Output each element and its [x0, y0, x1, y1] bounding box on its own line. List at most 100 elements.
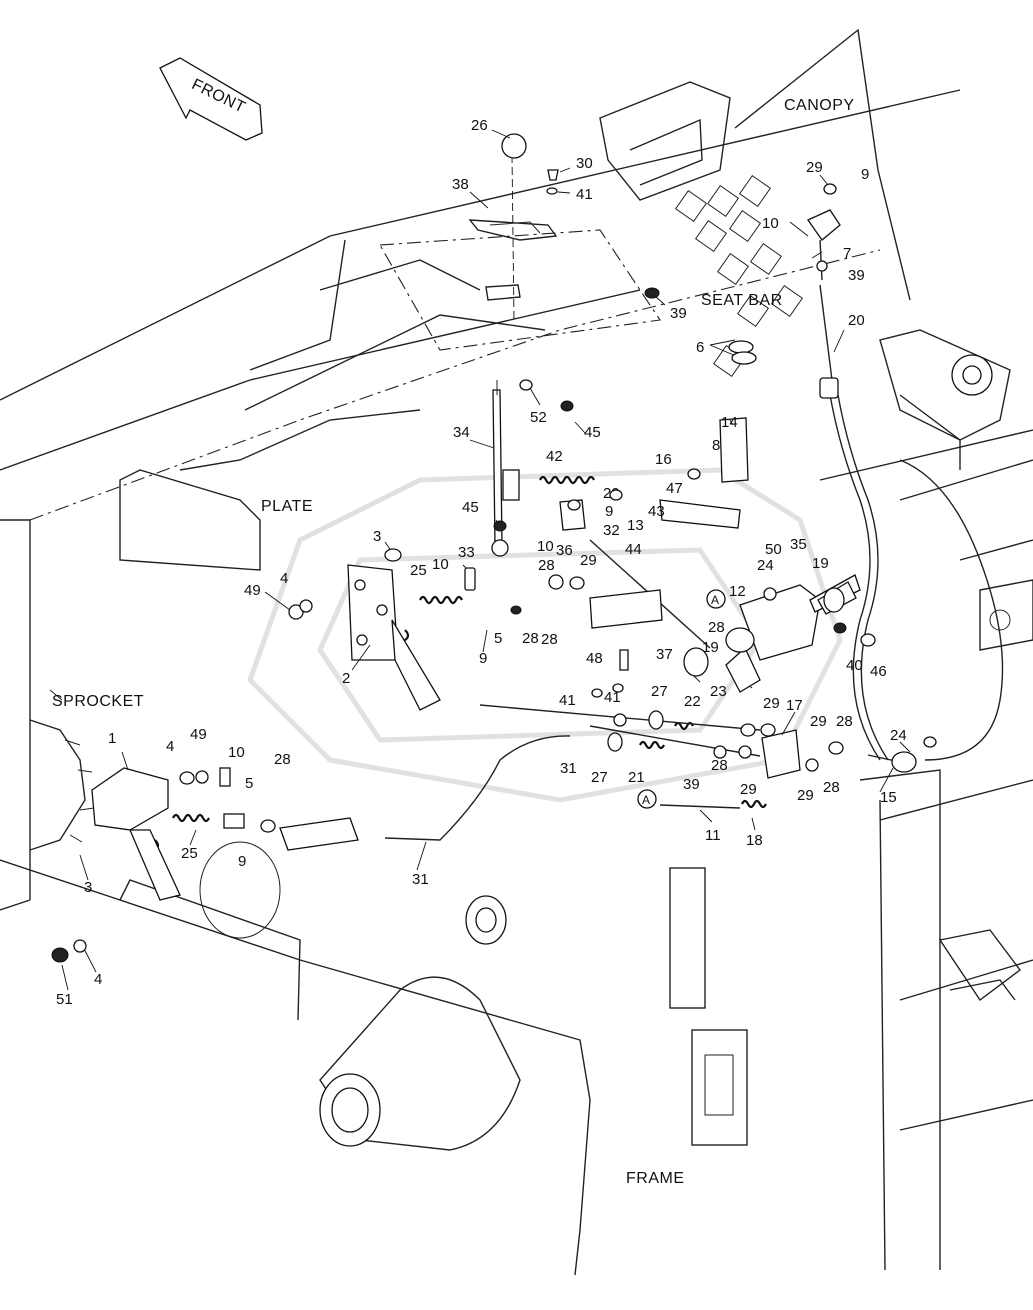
callout-14: 14 — [721, 414, 738, 431]
callout-9d: 9 — [238, 853, 246, 870]
callout-33: 33 — [458, 544, 475, 561]
lower-frame-cone — [199, 841, 521, 1151]
callout-34: 34 — [453, 424, 470, 441]
callout-12: 12 — [729, 583, 746, 600]
callout-10c: 10 — [432, 556, 449, 573]
callout-40: 40 — [846, 657, 863, 674]
callout-16: 16 — [655, 451, 672, 468]
callout-28e: 28 — [711, 757, 728, 774]
callout-31b: 31 — [412, 871, 429, 888]
callout-48: 48 — [586, 650, 603, 667]
callout-9c: 9 — [479, 650, 487, 667]
control-plate — [379, 219, 661, 351]
callout-32: 32 — [603, 522, 620, 539]
parts — [91, 417, 861, 1146]
callout-10b: 10 — [537, 538, 554, 555]
callout-9b: 9 — [605, 503, 613, 520]
callout-28b: 28 — [522, 630, 539, 647]
sprocket: SPROCKET — [29, 689, 144, 851]
callout-28g: 28 — [274, 751, 291, 768]
callout-24: 24 — [757, 557, 774, 574]
callout-39: 39 — [670, 305, 687, 322]
callout-39c: 39 — [683, 776, 700, 793]
callout-44: 44 — [625, 541, 642, 558]
callout-51: 51 — [56, 991, 73, 1008]
seat-bar-label: SEAT BAR — [701, 292, 783, 309]
callout-2: 2 — [342, 670, 350, 687]
plate-label: PLATE — [261, 498, 313, 515]
callout-8: 8 — [712, 437, 720, 454]
callout-26: 26 — [471, 117, 488, 134]
callout-11: 11 — [705, 827, 721, 844]
callout-25: 25 — [410, 562, 427, 579]
right-bracket — [879, 329, 1011, 470]
callout-22: 22 — [684, 693, 701, 710]
callout-5: 5 — [494, 630, 502, 647]
callout-50: 50 — [765, 541, 782, 558]
callout-19: 19 — [812, 555, 829, 572]
callout-46: 46 — [870, 663, 887, 680]
callout-28d: 28 — [836, 713, 853, 730]
callout-1: 1 — [108, 730, 116, 747]
callout-45b: 45 — [462, 499, 479, 516]
callout-28h: 28 — [541, 631, 558, 648]
lever-assembly — [492, 133, 660, 546]
frame-outline — [0, 89, 1033, 1276]
callout-36: 36 — [556, 542, 573, 559]
callout-39b: 39 — [848, 267, 865, 284]
watermark-gear — [247, 467, 843, 803]
callout-numbers: 26 30 41 38 39 29 9 10 7 39 6 20 52 45 3… — [56, 117, 907, 1008]
callout-9: 9 — [861, 166, 869, 183]
callout-41c: 41 — [559, 692, 576, 709]
callout-41b: 41 — [604, 689, 621, 706]
callout-4c: 4 — [94, 971, 102, 988]
callout-30: 30 — [576, 155, 593, 172]
callout-19b: 19 — [702, 639, 719, 656]
callout-29: 29 — [806, 159, 823, 176]
callout-27: 27 — [651, 683, 668, 700]
callout-17: 17 — [786, 697, 803, 714]
callout-A: A — [711, 593, 719, 607]
callout-29e: 29 — [810, 713, 827, 730]
callout-4b: 4 — [166, 738, 174, 755]
frame-label: FRAME — [626, 1170, 685, 1187]
callout-28: 28 — [538, 557, 555, 574]
callout-27b: 27 — [591, 769, 608, 786]
sprocket-label: SPROCKET — [52, 693, 144, 710]
callout-13: 13 — [627, 517, 644, 534]
callout-5b: 5 — [245, 775, 253, 792]
rods-and-cables — [384, 209, 1004, 841]
callout-52: 52 — [530, 409, 547, 426]
callout-29c: 29 — [580, 552, 597, 569]
callout-20: 20 — [848, 312, 865, 329]
callout-18: 18 — [746, 832, 763, 849]
callout-41: 41 — [576, 186, 593, 203]
callout-15: 15 — [880, 789, 897, 806]
callout-10d: 10 — [228, 744, 245, 761]
callout-25b: 25 — [181, 845, 198, 862]
callout-31: 31 — [560, 760, 577, 777]
callout-3: 3 — [373, 528, 381, 545]
callout-37: 37 — [656, 646, 673, 663]
callout-10: 10 — [762, 215, 779, 232]
callout-3b: 3 — [84, 879, 92, 896]
callout-23: 23 — [710, 683, 727, 700]
callout-38: 38 — [452, 176, 469, 193]
callout-28c: 28 — [708, 619, 725, 636]
callout-35: 35 — [790, 536, 807, 553]
front-arrow: FRONT — [159, 57, 263, 141]
callout-A-b: A — [642, 793, 650, 807]
callout-29f: 29 — [740, 781, 757, 798]
callout-49b: 49 — [190, 726, 207, 743]
callout-42: 42 — [546, 448, 563, 465]
callout-43: 43 — [648, 503, 665, 520]
callout-6: 6 — [696, 339, 704, 356]
callout-29g: 29 — [797, 787, 814, 804]
leader-lines — [61, 129, 911, 991]
callout-49: 49 — [244, 582, 261, 599]
hardware — [51, 183, 937, 963]
canopy-label: CANOPY — [784, 97, 855, 114]
callout-21: 21 — [628, 769, 645, 786]
callout-4: 4 — [280, 570, 288, 587]
